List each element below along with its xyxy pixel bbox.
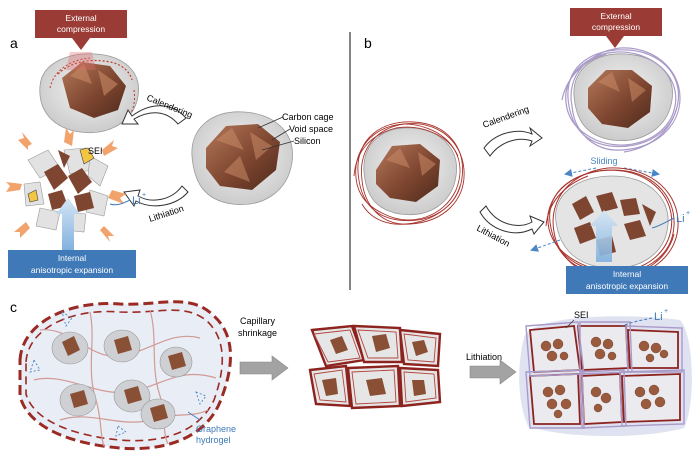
graphene-label-line2: hydrogel [196,435,231,445]
internal-b-line2: anisotropic expansion [586,281,668,291]
internal-b-line1: Internal [613,269,641,279]
silicon-label: Silicon [294,136,321,146]
compression-a-line2: compression [57,24,105,34]
li-label-a: Li + [132,192,146,207]
graphene-hydrogel [18,300,232,451]
svg-text:Li: Li [654,311,663,323]
lithiation-label-a: Lithiation [148,203,185,224]
carbon-cage-label: Carbon cage [282,112,334,122]
lithiation-arrow-a [123,185,189,208]
lithiation-arrow-c [469,359,517,385]
compression-a-line1: External [65,13,96,23]
li-arrow-b [651,217,675,229]
capillary-label-line1: Capillary [240,316,276,326]
lithiated-particle-a [6,128,126,252]
sliding-label: Sliding [590,156,617,166]
sei-pointer-c [565,319,575,329]
li-label-c: Li + [654,308,668,323]
shrunk-network [308,324,442,410]
calendering-arrow-a [121,105,187,125]
sei-label-c: SEI [574,310,589,320]
compressed-particle-b [561,47,681,153]
svg-text:+: + [686,210,690,217]
li-arrow-c [621,317,653,327]
lithiated-network [519,316,692,437]
compression-box-a: External compression [35,10,127,50]
sliding-arrow-left [564,167,597,177]
internal-box-a: Internal anisotropic expansion [8,250,136,278]
sei-label-a: SEI [88,146,103,156]
capillary-label-line2: shrinkage [238,328,277,338]
lithiation-label-c: Lithiation [466,352,502,362]
svg-text:Li: Li [132,195,141,207]
internal-a-line1: Internal [58,253,86,263]
compressed-particle-a [39,52,139,134]
wrapped-particle-b [353,121,465,225]
capillary-arrow [239,355,289,381]
compression-b-line2: compression [592,22,640,32]
graphene-label-line1: Graphene [196,424,236,434]
svg-text:+: + [664,308,668,315]
lithiation-arrow-b [479,205,545,235]
svg-text:+: + [142,192,146,199]
graphene-pointer [187,411,201,421]
lithiated-particle-b [545,167,679,279]
calendering-label-b: Calendering [481,104,530,130]
internal-a-line2: anisotropic expansion [31,265,113,275]
central-particle-a [191,111,293,206]
panel-a-letter: a [10,35,18,51]
compression-box-b: External compression [570,8,662,48]
li-arrow-a [109,199,131,206]
panel-c-letter: c [10,299,17,315]
panel-b-letter: b [364,35,372,51]
compression-b-line1: External [600,11,631,21]
internal-box-b: Internal anisotropic expansion [566,266,688,294]
li-label-b: Li + [676,210,690,225]
void-space-label: Void space [289,124,333,134]
svg-text:Li: Li [676,213,685,225]
calendering-arrow-b [483,126,543,157]
